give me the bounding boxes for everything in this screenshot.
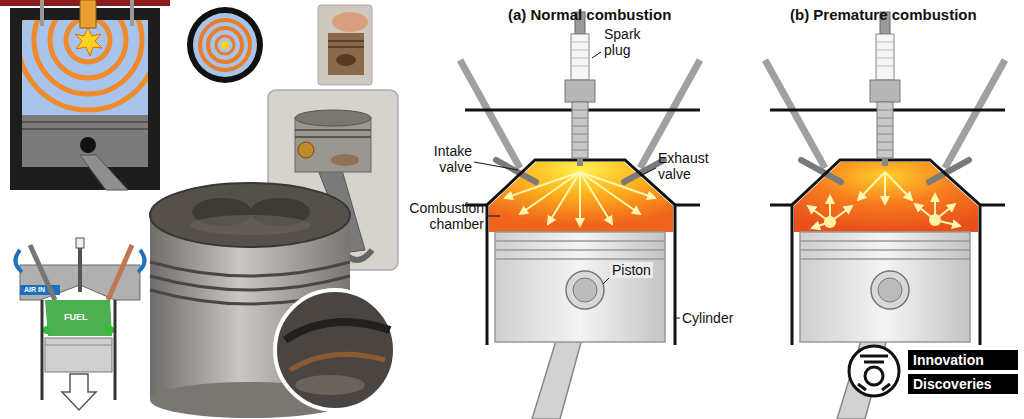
logo-box: Discoveries [908, 374, 1018, 394]
part-label: (b) Premature combustion [790, 6, 977, 23]
part-label: FUEL [62, 312, 90, 322]
part-label: Spark plug [604, 26, 650, 58]
part-label: Cylinder [682, 310, 733, 326]
logo-box: Innovation [908, 350, 1018, 370]
part-label: Combustion chamber [394, 200, 484, 232]
part-label: (a) Normal combustion [508, 6, 671, 23]
logo-text: Discoveries [913, 376, 992, 392]
part-label: AIR IN [22, 286, 47, 294]
logo-text: Innovation [913, 352, 984, 368]
part-label: Piston [610, 262, 653, 278]
part-label: Intake valve [420, 143, 472, 175]
part-label: Exhaust valve [658, 150, 718, 182]
